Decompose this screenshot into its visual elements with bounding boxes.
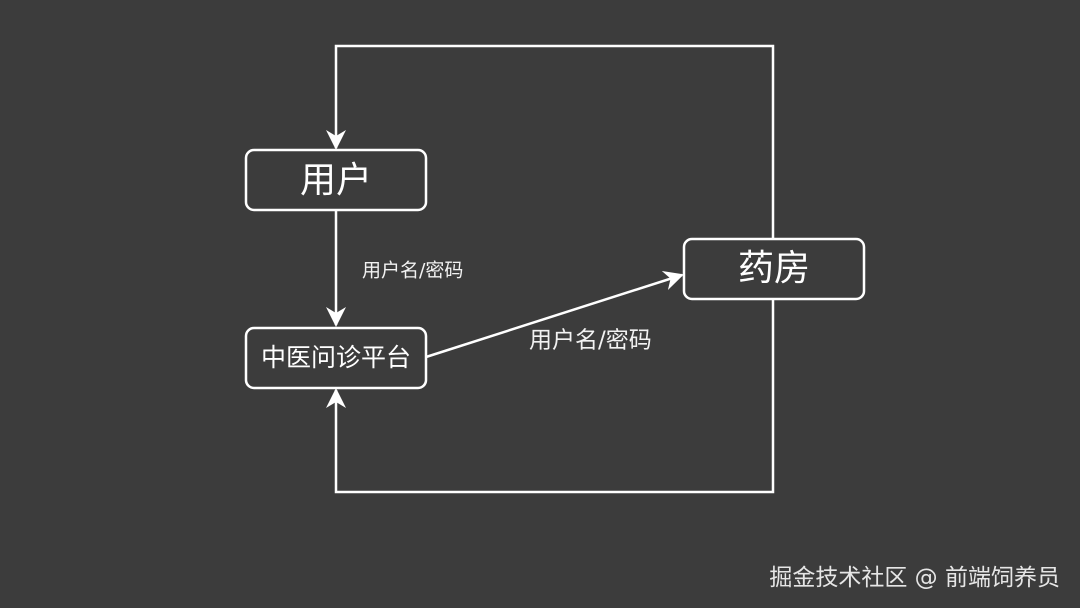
- node-user-label: 用户: [300, 160, 372, 201]
- edge-pharmacy-to-platform: [326, 300, 775, 494]
- node-user-box: [244, 148, 428, 212]
- watermark: 掘金技术社区 @ 前端饲养员: [769, 565, 1060, 591]
- node-user: 用户: [244, 148, 428, 212]
- edge-pharmacy-to-user: [326, 44, 775, 239]
- node-platform-box: [244, 326, 428, 390]
- node-pharmacy-label: 药房: [738, 248, 810, 289]
- node-platform: 中医问诊平台: [244, 326, 428, 390]
- edge-label-platform-to-pharmacy: 用户名/密码: [529, 328, 652, 354]
- node-platform-label: 中医问诊平台: [261, 343, 411, 372]
- edge-platform-to-pharmacy: [425, 270, 684, 359]
- edge-label-user-to-platform: 用户名/密码: [362, 260, 463, 282]
- node-pharmacy-box: [682, 237, 866, 301]
- node-pharmacy: 药房: [682, 237, 866, 301]
